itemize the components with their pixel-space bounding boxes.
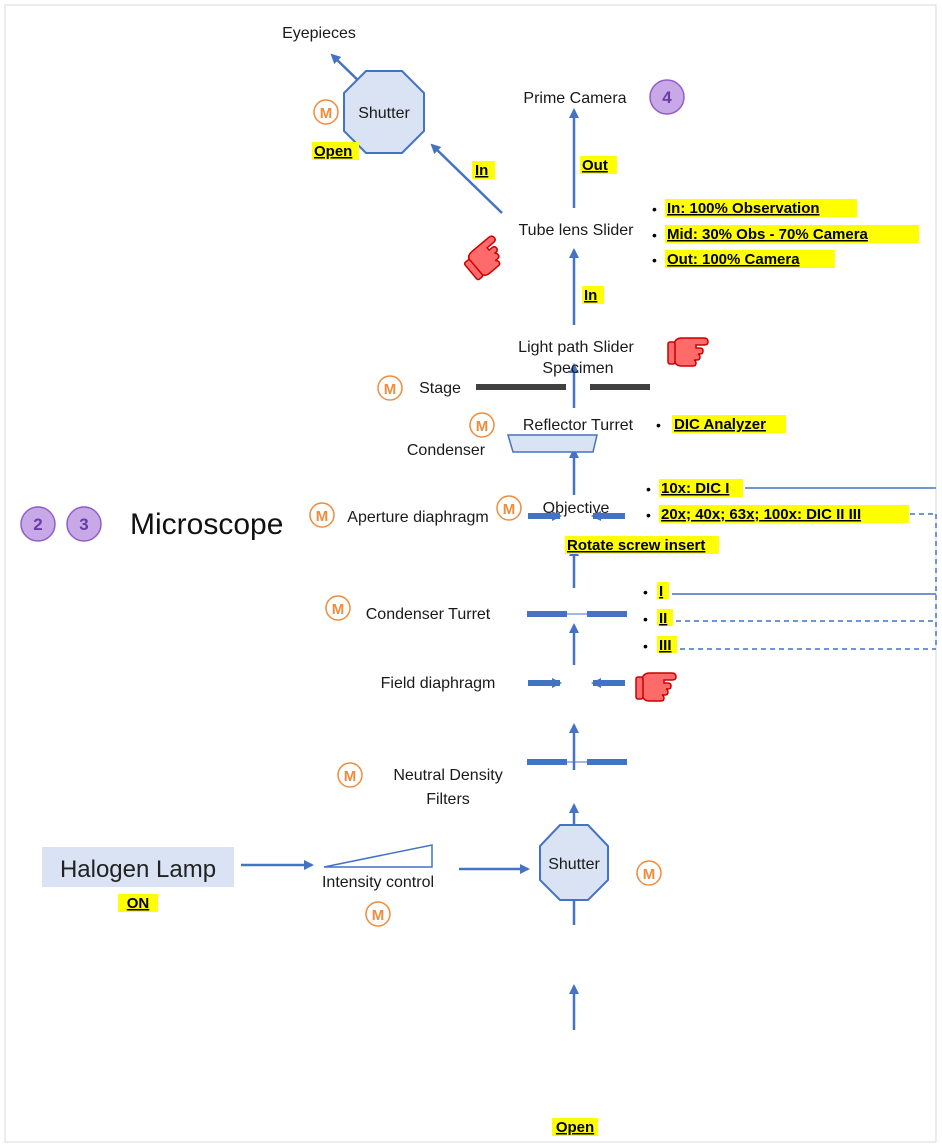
step-badge-3 xyxy=(66,506,102,542)
stage-motor-icon xyxy=(377,375,403,401)
reflector-option[interactable]: DIC Analyzer xyxy=(674,416,766,433)
lamp-state-label[interactable]: ON xyxy=(127,895,150,912)
nd-filter-bar-right[interactable] xyxy=(587,759,627,765)
intensity-wedge-icon[interactable] xyxy=(323,844,433,868)
tube-lens-option-out[interactable]: Out: 100% Camera xyxy=(667,251,800,268)
turret-bar-right[interactable] xyxy=(587,611,627,617)
bottom-shutter-label: Shutter xyxy=(548,856,600,873)
lamp-state-highlight xyxy=(118,894,158,912)
objective-option-10x[interactable]: 10x: DIC I xyxy=(661,480,729,497)
tube-lens-slider-label: Tube lens Slider xyxy=(518,222,634,239)
option-connectors xyxy=(672,487,937,650)
aperture-diaphragm-label: Aperture diaphragm xyxy=(347,509,488,526)
tube-lens-options: • In: 100% Observation • Mid: 30% Obs - … xyxy=(652,199,919,268)
condenser-lens-shape xyxy=(506,434,598,453)
condenser-option-iii[interactable]: III xyxy=(659,637,672,654)
nd-filter-bar-left[interactable] xyxy=(527,759,567,765)
step-badge-2 xyxy=(20,506,56,542)
bullet: • xyxy=(643,584,648,600)
bullet: • xyxy=(652,252,657,268)
objective-options: • 10x: DIC I • 20x; 40x; 63x; 100x: DIC … xyxy=(565,479,909,554)
nd-filters-label-line1: Neutral Density xyxy=(393,767,502,784)
top-shutter-shape[interactable] xyxy=(343,70,425,154)
light-path-slider-label: Light path Slider xyxy=(518,339,634,356)
top-shutter-motor-icon xyxy=(313,99,339,125)
motor-symbol: M xyxy=(372,907,385,924)
condenser-turret-label: Condenser Turret xyxy=(366,606,491,623)
halogen-lamp-label: Halogen Lamp xyxy=(60,856,216,883)
bullet: • xyxy=(646,481,651,497)
bottom-shutter-state-highlight xyxy=(552,1118,598,1136)
condenser-label: Condenser xyxy=(407,442,486,459)
diagram-title: Microscope xyxy=(130,508,283,541)
nd-motor-icon xyxy=(337,762,363,788)
turret-motor-icon xyxy=(325,595,351,621)
top-shutter-label: Shutter xyxy=(358,105,410,122)
eyepieces-label: Eyepieces xyxy=(282,25,356,42)
condenser-option-i[interactable]: I xyxy=(659,583,663,600)
motor-symbol: M xyxy=(332,601,345,618)
reflector-motor-icon xyxy=(469,412,495,438)
objective-note: Rotate screw insert xyxy=(567,537,705,554)
step-badge-3-number: 3 xyxy=(79,515,88,534)
diagram-frame xyxy=(4,4,937,1143)
condenser-option-ii[interactable]: II xyxy=(659,610,667,627)
bullet: • xyxy=(643,611,648,627)
top-shutter-state-highlight xyxy=(312,142,359,160)
nd-filters-label-line2: Filters xyxy=(426,791,470,808)
objective-label: Objective xyxy=(543,500,610,517)
step-badge-4 xyxy=(649,79,685,115)
shutter-motor-icon xyxy=(636,860,662,886)
condenser-options: • I • II • III xyxy=(643,582,677,654)
light-path-in-label: In xyxy=(584,287,597,304)
stage-bar-left xyxy=(476,384,566,390)
top-shutter-state[interactable]: Open xyxy=(314,143,352,160)
reflector-option-highlight xyxy=(672,415,786,433)
intensity-motor-icon xyxy=(365,901,391,927)
bullet: • xyxy=(646,507,651,523)
bullet: • xyxy=(656,417,661,433)
tube-lens-option-mid[interactable]: Mid: 30% Obs - 70% Camera xyxy=(667,226,869,243)
tube-to-eyepiece-label: In xyxy=(475,162,488,179)
eyepiece-in-highlight xyxy=(472,161,495,179)
objective-option-high-mag[interactable]: 20x; 40x; 63x; 100x: DIC II III xyxy=(661,506,861,523)
bottom-shutter-shape[interactable] xyxy=(539,824,609,901)
bullet: • xyxy=(652,227,657,243)
field-diaphragm-label: Field diaphragm xyxy=(381,675,496,692)
step-badge-4-number: 4 xyxy=(662,88,672,107)
halogen-lamp-box xyxy=(42,847,234,887)
prime-camera-label: Prime Camera xyxy=(523,90,626,107)
stage-label: Stage xyxy=(419,380,461,397)
motor-symbol: M xyxy=(384,381,397,398)
tube-lens-option-in[interactable]: In: 100% Observation xyxy=(667,200,820,217)
motor-symbol: M xyxy=(344,768,357,785)
camera-out-highlight xyxy=(580,156,617,174)
bullet: • xyxy=(652,201,657,217)
motor-symbol: M xyxy=(503,501,516,518)
intensity-control-label: Intensity control xyxy=(322,874,434,891)
motor-symbol: M xyxy=(476,418,489,435)
aperture-motor-icon xyxy=(309,502,335,528)
light-path-in-highlight xyxy=(582,286,604,304)
reflector-turret-label: Reflector Turret xyxy=(523,417,634,434)
bullet: • xyxy=(643,638,648,654)
motor-symbol: M xyxy=(316,508,329,525)
turret-bar-left[interactable] xyxy=(527,611,567,617)
motor-symbol: M xyxy=(320,105,333,122)
tube-to-camera-label: Out xyxy=(582,157,608,174)
stage-bar-right xyxy=(590,384,650,390)
objective-motor-icon xyxy=(496,495,522,521)
bottom-shutter-state[interactable]: Open xyxy=(556,1119,594,1136)
motor-symbol: M xyxy=(643,866,656,883)
specimen-label: Specimen xyxy=(542,360,613,377)
step-badge-2-number: 2 xyxy=(33,515,42,534)
